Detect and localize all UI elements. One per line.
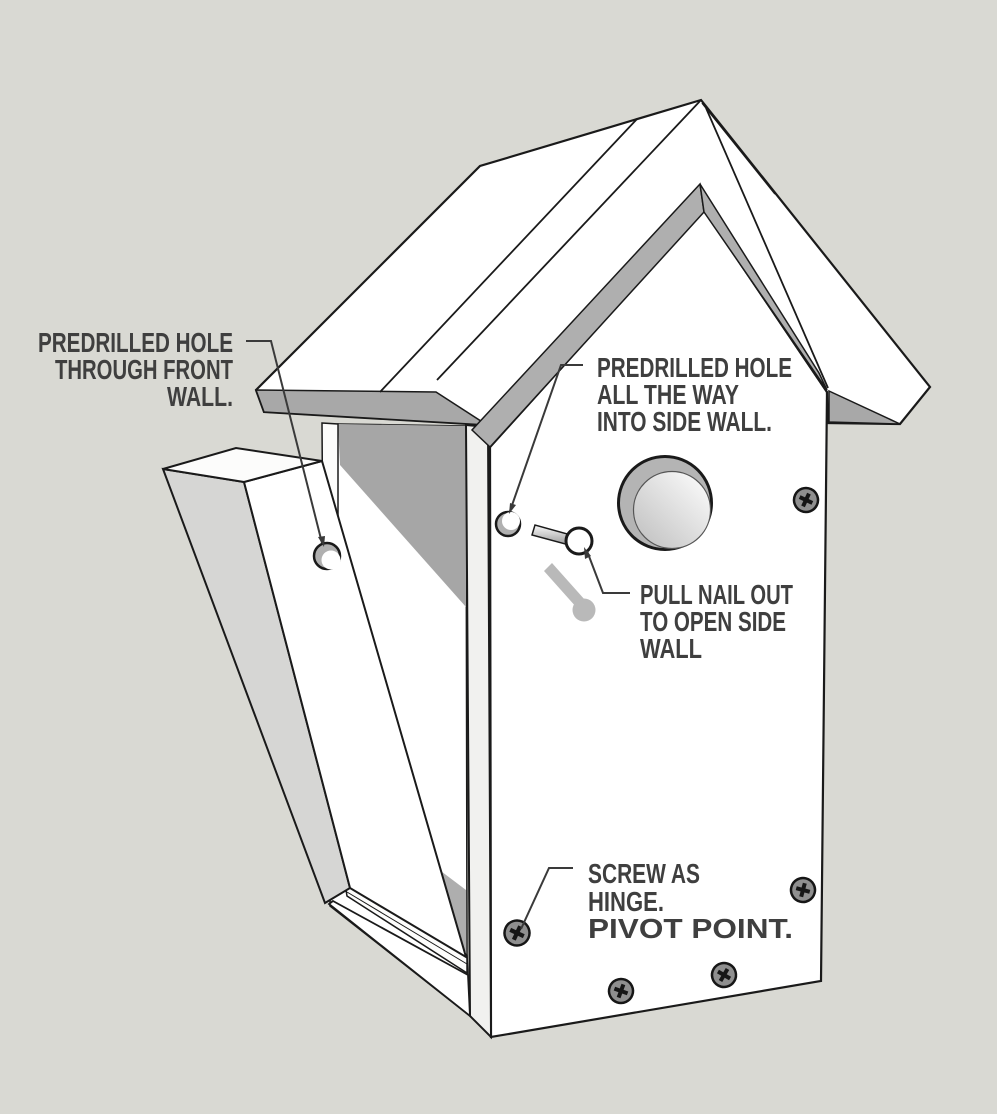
label-side-wall-hole-line2: ALL THE WAY bbox=[597, 379, 739, 410]
label-nail-line1: PULL NAIL OUT bbox=[640, 579, 793, 610]
leader-arrowheads bbox=[318, 503, 591, 559]
label-side-wall-hole-line1: PREDRILLED HOLE bbox=[597, 352, 792, 383]
open-wall-top-edge bbox=[162, 446, 323, 484]
leader-hinge-screw bbox=[520, 867, 573, 930]
roof-left-fascia-seam bbox=[379, 118, 638, 393]
label-nail-line3: WALL bbox=[640, 633, 702, 664]
open-wall-board bbox=[161, 446, 468, 960]
roof-right-panel-seam bbox=[705, 107, 829, 389]
screw-bottom-center bbox=[607, 977, 635, 1005]
roof-left-panel-seam bbox=[436, 99, 702, 381]
label-hinge-screw-line1: SCREW AS bbox=[588, 858, 700, 889]
nail-head bbox=[564, 526, 594, 556]
label-front-wall-hole-line2: THROUGH FRONT bbox=[55, 354, 233, 385]
label-nail-line2: TO OPEN SIDE bbox=[640, 606, 786, 637]
label-hinge-screw-line3: PIVOT POINT. bbox=[588, 913, 793, 944]
predrilled-hole-open-wall bbox=[312, 541, 342, 571]
entrance-hole bbox=[617, 455, 713, 551]
roof-underside-right-eave bbox=[828, 389, 901, 425]
leader-front-wall-hole bbox=[246, 340, 323, 544]
nail bbox=[531, 524, 594, 556]
screw-bottom-right bbox=[710, 961, 738, 989]
label-front-wall-hole-line3: WALL. bbox=[167, 381, 233, 412]
nail-shadow bbox=[544, 563, 596, 622]
interior-shadow-upper bbox=[338, 424, 466, 607]
roof bbox=[254, 98, 932, 450]
side-wall-edge-strip bbox=[464, 423, 493, 1040]
leader-side-wall-hole bbox=[509, 364, 583, 512]
label-side-wall-hole-line3: INTO SIDE WALL. bbox=[597, 406, 772, 437]
arrowhead-front-wall-hole bbox=[318, 536, 325, 547]
label-front-wall-hole-line1: PREDRILLED HOLE bbox=[38, 327, 233, 358]
floor-board-seam bbox=[346, 891, 468, 965]
label-hinge-screw-line2: HINGE. bbox=[588, 886, 664, 917]
arrowhead-side-wall-hole bbox=[509, 503, 516, 514]
screw-right-lower bbox=[789, 876, 817, 904]
leader-lines bbox=[246, 340, 630, 930]
screw-hinge-pivot bbox=[503, 919, 531, 947]
leader-nail bbox=[586, 550, 630, 594]
screw-right-upper bbox=[792, 486, 820, 514]
roof-ridge-seam bbox=[701, 102, 776, 195]
annotations: PREDRILLED HOLE THROUGH FRONT WALL. PRED… bbox=[38, 327, 793, 944]
roof-underside-right-gable bbox=[699, 183, 828, 391]
predrilled-hole-front-wall bbox=[494, 510, 522, 538]
arrowhead-nail bbox=[584, 547, 591, 559]
